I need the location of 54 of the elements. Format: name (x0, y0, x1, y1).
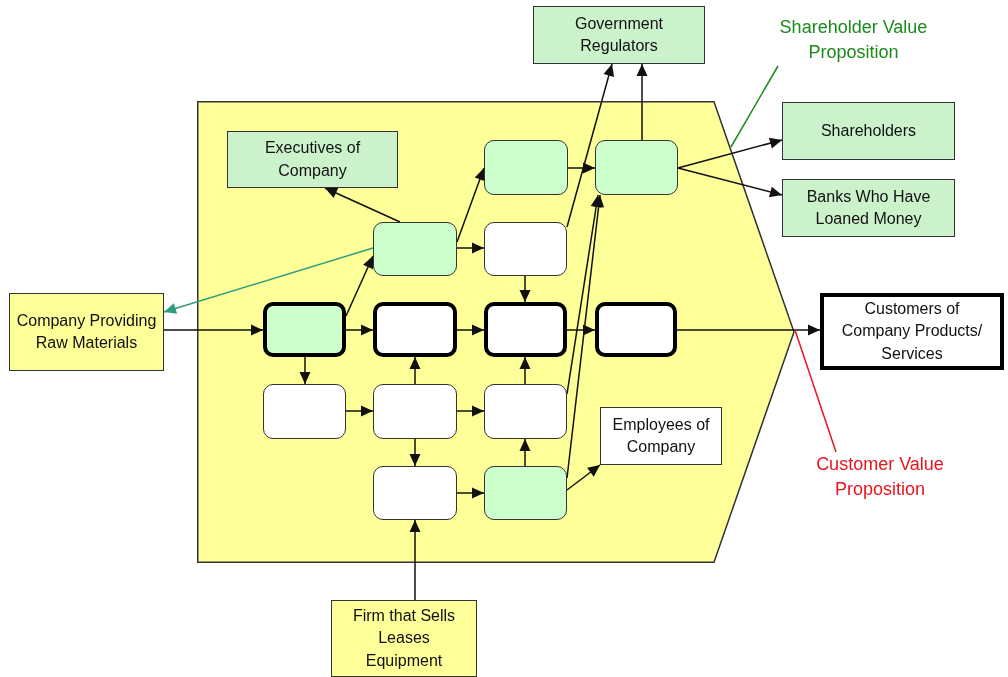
arrow (345, 405, 374, 417)
process-box (595, 302, 677, 357)
arrow (519, 356, 531, 385)
arrow (163, 247, 374, 314)
process-box (263, 302, 346, 357)
arrow (345, 255, 374, 317)
process-box (373, 302, 457, 357)
arrow (567, 162, 596, 174)
process-box (484, 384, 567, 439)
leader-line (730, 65, 779, 148)
arrow (456, 324, 485, 336)
stakeholder-box: Company Providing Raw Materials (9, 293, 164, 371)
arrow (456, 487, 485, 499)
arrow (345, 324, 374, 336)
stakeholder-box: Government Regulators (533, 6, 705, 64)
arrow (299, 356, 311, 385)
process-box (484, 222, 567, 276)
process-box (484, 140, 568, 195)
arrow (456, 242, 485, 254)
arrow (676, 324, 821, 336)
arrow (519, 275, 531, 303)
arrow (519, 438, 531, 467)
arrow (566, 194, 602, 395)
arrow (636, 63, 648, 141)
annotation-text: Shareholder Value Proposition (762, 14, 945, 66)
process-box (373, 384, 457, 439)
leader-line (794, 329, 837, 453)
stakeholder-box: Employees of Company (600, 407, 722, 465)
arrow (456, 167, 486, 243)
arrow (409, 438, 421, 467)
stakeholder-box: Executives of Company (227, 131, 398, 188)
arrow (566, 464, 601, 491)
stakeholder-box: Customers of Company Products/ Services (820, 293, 1004, 370)
arrow (456, 405, 485, 417)
process-box (373, 466, 457, 520)
arrow (677, 167, 783, 198)
process-box (373, 222, 457, 276)
value-chain-area (197, 101, 795, 563)
arrow (324, 187, 401, 223)
stakeholder-box: Banks Who Have Loaned Money (782, 179, 955, 237)
arrow (409, 519, 421, 601)
arrow (566, 194, 605, 479)
arrow (566, 324, 596, 336)
process-box (484, 302, 567, 357)
stakeholder-box: Firm that Sells Leases Equipment (331, 600, 477, 677)
process-box (595, 140, 678, 195)
process-box (484, 466, 567, 520)
arrow (409, 356, 421, 385)
annotation-text: Customer Value Proposition (795, 452, 965, 502)
arrow (163, 324, 264, 336)
arrow (566, 63, 615, 228)
stakeholder-box: Shareholders (782, 102, 955, 160)
process-box (263, 384, 346, 439)
arrow (677, 137, 783, 169)
